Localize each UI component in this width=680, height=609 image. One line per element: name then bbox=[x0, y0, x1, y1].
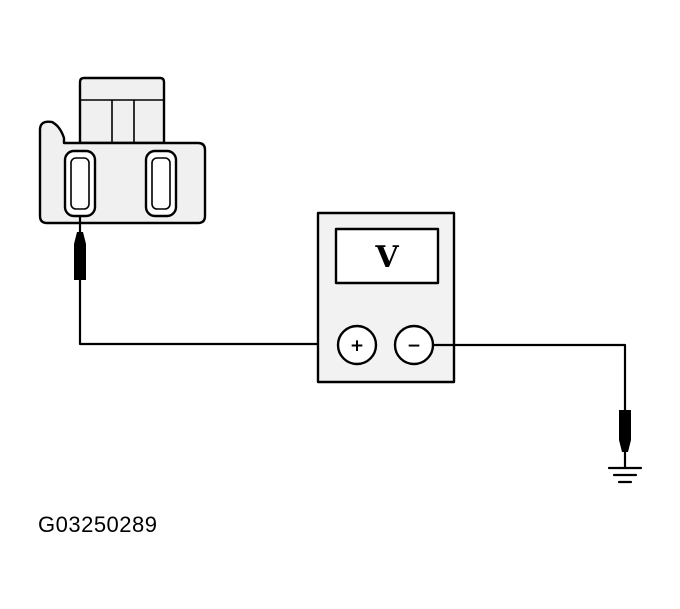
voltmeter-negative-symbol: − bbox=[407, 336, 421, 356]
connector-terminal-right bbox=[144, 149, 178, 218]
voltmeter-positive-symbol: + bbox=[350, 336, 364, 356]
connector-terminal-left-inner bbox=[70, 157, 90, 210]
electrical-connector-icon bbox=[38, 76, 207, 225]
voltmeter-positive-terminal bbox=[336, 324, 378, 366]
test-probe-icon bbox=[74, 214, 86, 280]
probe-handle-negative bbox=[619, 410, 631, 452]
test-probe-icon bbox=[619, 410, 631, 470]
figure-id-label: G03250289 bbox=[38, 512, 158, 537]
connector-terminal-left bbox=[63, 149, 97, 218]
voltmeter-icon: V + − bbox=[316, 211, 456, 384]
connector-terminal-right-inner bbox=[151, 157, 171, 210]
probe-handle-positive bbox=[74, 232, 86, 280]
negative-lead-wire bbox=[431, 343, 627, 414]
voltmeter-display-text: V bbox=[374, 240, 399, 275]
voltmeter-display bbox=[334, 227, 440, 285]
ground-symbol-icon bbox=[607, 466, 643, 484]
connector-lock-tab bbox=[78, 76, 166, 145]
positive-lead-wire bbox=[78, 278, 340, 346]
